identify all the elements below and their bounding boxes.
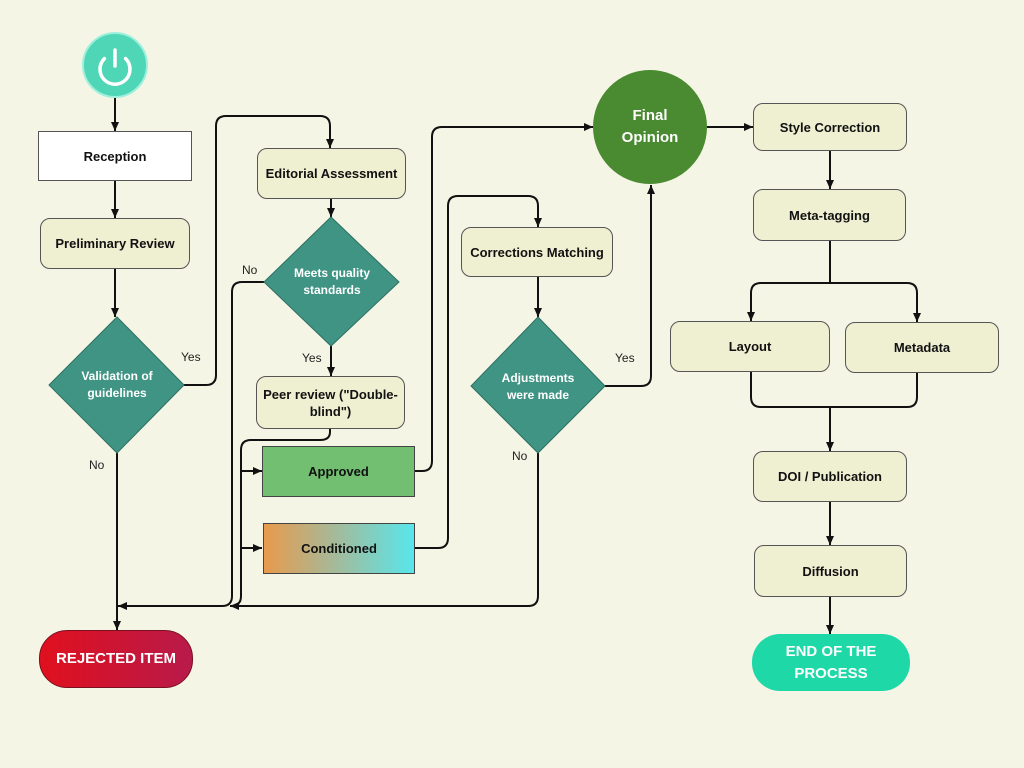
metadata-node[interactable]: Metadata — [845, 322, 999, 373]
edge-approved-final — [415, 123, 593, 472]
edge-peer-bus — [230, 429, 331, 607]
meta-tagging-node[interactable]: Meta-tagging — [753, 189, 906, 241]
power-icon[interactable] — [82, 32, 148, 98]
preliminary-review-node[interactable]: Preliminary Review — [40, 218, 190, 269]
quality-no-label: No — [242, 263, 258, 277]
adjustments-diamond — [470, 316, 606, 454]
validation-diamond — [48, 316, 185, 454]
rejected-item-node[interactable]: REJECTED ITEM — [39, 630, 193, 688]
style-correction-node[interactable]: Style Correction — [753, 103, 907, 151]
edge-metadata-join — [830, 373, 918, 408]
edge-split-metadata — [830, 282, 921, 322]
edge-layout-join — [750, 372, 830, 408]
corrections-matching-node[interactable]: Corrections Matching — [461, 227, 613, 277]
validation-yes-label: Yes — [181, 350, 201, 364]
conditioned-node[interactable]: Conditioned — [263, 523, 415, 574]
edge-quality-rejected — [221, 281, 264, 607]
meets-quality-label: Meets quality standards — [293, 266, 371, 297]
validation-no-label: No — [89, 458, 105, 472]
quality-yes-label: Yes — [302, 351, 322, 365]
adjustments-yes-label: Yes — [615, 351, 635, 365]
end-of-process-node[interactable]: END OF THE PROCESS — [752, 634, 910, 691]
peer-review-node[interactable]: Peer review ("Double-blind") — [256, 376, 405, 429]
edge-conditioned-corrections — [415, 195, 542, 549]
editorial-assessment-node[interactable]: Editorial Assessment — [257, 148, 406, 199]
edge-adjustments-rejected — [230, 453, 539, 610]
edge-adjustments-final — [605, 185, 655, 387]
edge-split-layout — [747, 282, 830, 321]
final-opinion-label[interactable]: Final Opinion — [621, 107, 679, 146]
edge-validation-editorial — [184, 115, 334, 386]
adjustments-no-label: No — [512, 449, 528, 463]
doi-publication-node[interactable]: DOI / Publication — [753, 451, 907, 502]
layout-node[interactable]: Layout — [670, 321, 830, 372]
validation-label: Validation of guidelines — [81, 369, 153, 400]
approved-node[interactable]: Approved — [262, 446, 415, 497]
adjustments-label: Adjustments were made — [501, 371, 575, 402]
reception-node[interactable]: Reception — [38, 131, 192, 181]
final-opinion-circle — [593, 70, 707, 184]
quality-diamond — [263, 216, 400, 347]
diffusion-node[interactable]: Diffusion — [754, 545, 907, 597]
